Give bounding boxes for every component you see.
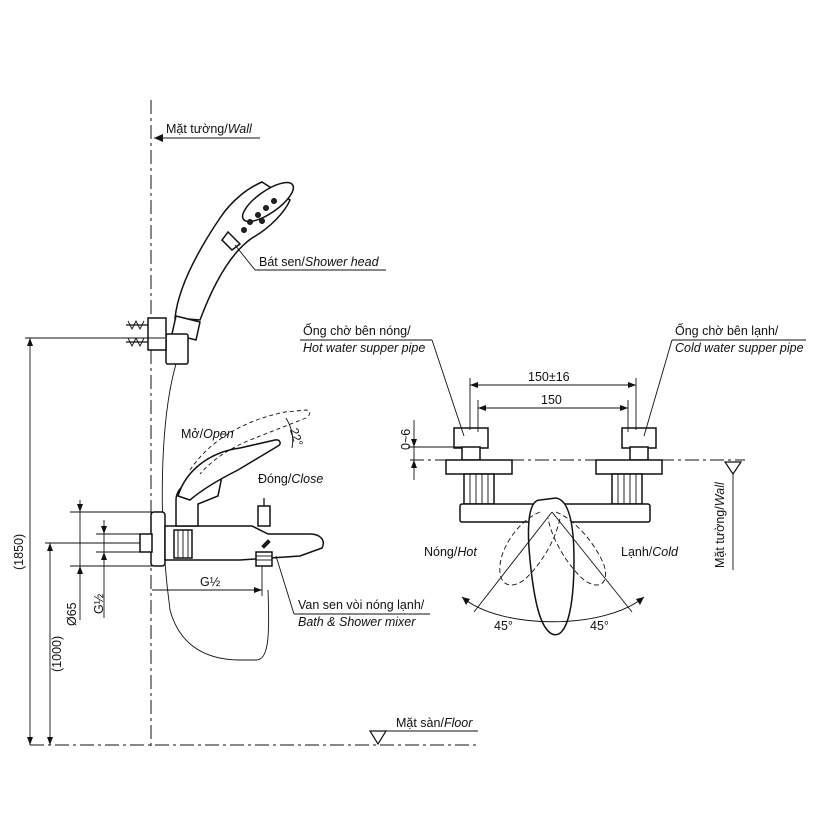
- cold-text: Lạnh/Cold: [621, 545, 679, 559]
- dim-1850-text: (1850): [12, 534, 26, 570]
- wall-marker-icon: [723, 461, 743, 476]
- wall-right-text: Mặt tường/Wall: [713, 481, 727, 568]
- dim-150-16-text: 150±16: [528, 370, 570, 384]
- cold-pipe-en-text: Cold water supper pipe: [675, 341, 804, 355]
- cold-pipe-label: Ống chờ bên lạnh/ Cold water supper pipe: [643, 323, 806, 437]
- open-text: Mở/Open: [181, 427, 234, 441]
- lever-front: [527, 497, 575, 636]
- wall-top-text: Mặt tường/Wall: [166, 122, 253, 136]
- shower-head-label: Bát sen/Shower head: [234, 244, 386, 271]
- dim-65: Ø65: [65, 500, 152, 626]
- dim-150-text: 150: [541, 393, 562, 407]
- hot-text: Nóng/Hot: [424, 545, 477, 559]
- dim-1850: (1850): [12, 337, 165, 745]
- angle-arc: [461, 596, 645, 623]
- floor-line: Mặt sàn/Floor: [30, 716, 480, 746]
- dim-0-6-text: 0~6: [399, 429, 413, 450]
- wall-label-right: Mặt tường/Wall: [713, 461, 743, 570]
- hot-pipe-label: Ống chờ bên nóng/ Hot water supper pipe: [300, 323, 465, 437]
- cold-pipe-text: Ống chờ bên lạnh/: [675, 323, 779, 338]
- dim-0-6: 0~6: [399, 420, 462, 480]
- angle-22-text: 22°: [287, 426, 306, 448]
- close-text: Đóng/Close: [258, 472, 323, 486]
- g-half-h-text: G½: [200, 575, 221, 589]
- shower-head-text: Bát sen/Shower head: [259, 255, 380, 269]
- dim-1000-text: (1000): [50, 636, 64, 672]
- side-view: Mặt tường/Wall Mặt sàn/Floor: [12, 100, 480, 750]
- mixer-text: Van sen vòi nóng lạnh/: [298, 598, 425, 612]
- mixer-label: Van sen vòi nóng lạnh/ Bath & Shower mix…: [275, 555, 430, 629]
- dim-150-16: 150±16: [469, 370, 637, 430]
- dim-g-half-v-text: G½: [92, 593, 106, 614]
- mixer-en-text: Bath & Shower mixer: [298, 615, 416, 629]
- floor-text: Mặt sàn/Floor: [396, 716, 473, 730]
- shower-head: [161, 181, 295, 661]
- angle-45-right-text: 45°: [590, 619, 609, 633]
- mixer-body: [139, 409, 324, 567]
- dim-65-text: Ø65: [65, 602, 79, 626]
- hot-pipe-text: Ống chờ bên nóng/: [303, 323, 411, 338]
- wall-label-top: Mặt tường/Wall: [154, 122, 260, 142]
- dim-g-half-h: G½: [152, 566, 263, 596]
- dim-g-half-v: G½: [92, 520, 140, 618]
- hot-supply-fitting: [445, 427, 513, 505]
- hot-pipe-en-text: Hot water supper pipe: [303, 341, 425, 355]
- floor-marker-icon: [368, 730, 388, 746]
- front-view: 45° 45° Nóng/Hot Lạnh/Cold 150±16 150: [300, 323, 806, 636]
- dim-150: 150: [477, 393, 629, 432]
- cold-supply-fitting: [595, 427, 663, 505]
- dim-1000: (1000): [45, 542, 140, 745]
- wall-bracket: [126, 317, 167, 351]
- angle-45-left-text: 45°: [494, 619, 513, 633]
- angle-22: 22°: [285, 417, 306, 449]
